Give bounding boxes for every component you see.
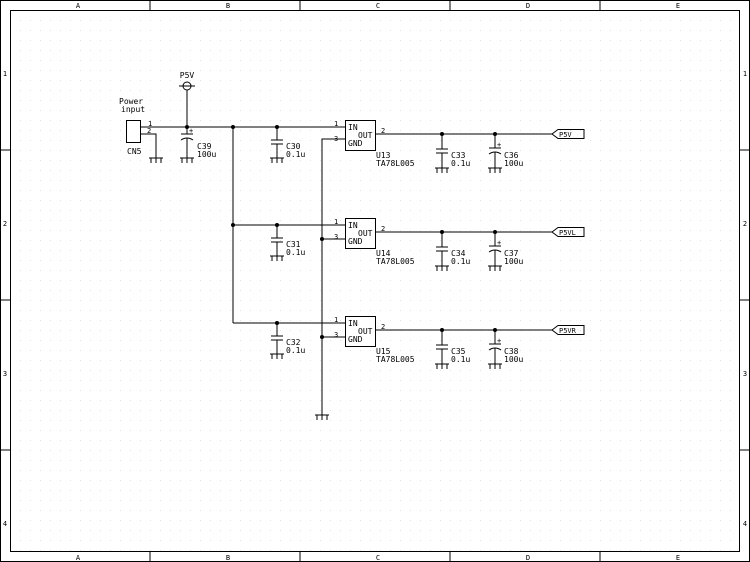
- u14-in-label: IN: [348, 221, 358, 230]
- u14-gnd-label: GND: [348, 237, 363, 246]
- u15-pin-out: 2: [381, 323, 385, 331]
- cn5-pin1: 1: [148, 120, 152, 128]
- c30-ref: C30: [286, 142, 301, 151]
- frame-col-top-a: A: [76, 2, 81, 10]
- u14-pin-gnd: 3: [334, 233, 338, 241]
- u13-pin-in: 1: [334, 120, 338, 128]
- u15-gnd-label: GND: [348, 335, 363, 344]
- capacitor-c30: C30 0.1u: [269, 127, 305, 164]
- u13-gnd-label: GND: [348, 139, 363, 148]
- frame-row-right-4: 4: [743, 520, 747, 528]
- svg-text:+: +: [497, 239, 501, 247]
- net-label-p5v-text: P5V: [559, 131, 572, 139]
- c30-value: 0.1u: [286, 150, 305, 159]
- svg-text:+: +: [189, 127, 193, 135]
- u13-out-label: OUT: [358, 131, 373, 140]
- capacitor-c35: C35 0.1u: [434, 330, 470, 370]
- u13-pin-gnd: 3: [334, 135, 338, 143]
- c34-ref: C34: [451, 249, 466, 258]
- frame-col-top-c: C: [376, 2, 380, 10]
- capacitor-c32: C32 0.1u: [269, 323, 305, 360]
- p5v-supply: P5V: [179, 71, 195, 127]
- u15-part: TA78L005: [376, 355, 415, 364]
- frame-row-left-1: 1: [3, 70, 7, 78]
- c31-ref: C31: [286, 240, 301, 249]
- u13-part: TA78L005: [376, 159, 415, 168]
- frame-row-left-3: 3: [3, 370, 7, 378]
- regulator-u14: IN OUT GND 1 3 2 U14 TA78L005: [334, 218, 415, 266]
- frame-col-bottom-d: D: [526, 554, 530, 562]
- c38-ref: C38: [504, 347, 519, 356]
- cn5-pin2: 2: [147, 127, 151, 135]
- u14-pin-out: 2: [381, 225, 385, 233]
- c39-value: 100u: [197, 150, 216, 159]
- regulator-u15: IN OUT GND 1 3 2 U15 TA78L005: [334, 316, 415, 364]
- c39-ref: C39: [197, 142, 212, 151]
- u15-ref: U15: [376, 347, 391, 356]
- connector-cn5: Power input 1 2 CN5: [119, 97, 187, 164]
- capacitor-c33: C33 0.1u: [434, 134, 470, 174]
- c35-ref: C35: [451, 347, 466, 356]
- frame-col-top-d: D: [526, 2, 530, 10]
- u13-in-label: IN: [348, 123, 358, 132]
- u15-pin-gnd: 3: [334, 331, 338, 339]
- frame-row-left-4: 4: [3, 520, 7, 528]
- c34-value: 0.1u: [451, 257, 470, 266]
- capacitor-c31: C31 0.1u: [269, 225, 305, 262]
- net-label-p5v: P5V: [551, 129, 585, 139]
- frame-row-right-1: 1: [743, 70, 747, 78]
- u15-out-label: OUT: [358, 327, 373, 336]
- capacitor-c34: C34 0.1u: [434, 232, 470, 272]
- svg-text:+: +: [497, 337, 501, 345]
- frame-col-bottom-c: C: [376, 554, 380, 562]
- input-rails: [187, 126, 345, 415]
- net-label-p5vl-text: P5VL: [559, 229, 576, 237]
- output-rails: [375, 133, 552, 331]
- capacitor-c38: + C38 100u: [487, 330, 523, 370]
- c33-value: 0.1u: [451, 159, 470, 168]
- capacitor-c37: + C37 100u: [487, 232, 523, 272]
- frame-col-top-e: E: [676, 2, 680, 10]
- frame-col-bottom-b: B: [226, 554, 230, 562]
- frame-col-bottom-a: A: [76, 554, 81, 562]
- c31-value: 0.1u: [286, 248, 305, 257]
- c36-value: 100u: [504, 159, 523, 168]
- u13-pin-out: 2: [381, 127, 385, 135]
- u14-out-label: OUT: [358, 229, 373, 238]
- svg-text:+: +: [497, 141, 501, 149]
- p5v-source-label: P5V: [180, 71, 195, 80]
- u14-pin-in: 1: [334, 218, 338, 226]
- power-input-label-line1: Power: [119, 97, 143, 106]
- capacitor-c36: + C36 100u: [487, 134, 523, 174]
- regulator-u13: IN OUT GND 1 3 2 U13 TA78L005: [334, 120, 415, 168]
- frame-row-left-2: 2: [3, 220, 7, 228]
- u15-in-label: IN: [348, 319, 358, 328]
- c33-ref: C33: [451, 151, 466, 160]
- frame-row-right-3: 3: [743, 370, 747, 378]
- frame-row-right-2: 2: [743, 220, 747, 228]
- net-label-p5vr: P5VR: [551, 325, 585, 335]
- frame-col-top-b: B: [226, 2, 230, 10]
- u13-ref: U13: [376, 151, 391, 160]
- c32-ref: C32: [286, 338, 301, 347]
- c38-value: 100u: [504, 355, 523, 364]
- net-label-p5vr-text: P5VR: [559, 327, 577, 335]
- u15-pin-in: 1: [334, 316, 338, 324]
- u14-ref: U14: [376, 249, 391, 258]
- c35-value: 0.1u: [451, 355, 470, 364]
- net-label-p5vl: P5VL: [551, 227, 585, 237]
- c37-ref: C37: [504, 249, 519, 258]
- frame-col-bottom-e: E: [676, 554, 680, 562]
- cn5-ref: CN5: [127, 147, 142, 156]
- power-input-label-line2: input: [121, 105, 145, 114]
- c36-ref: C36: [504, 151, 519, 160]
- c32-value: 0.1u: [286, 346, 305, 355]
- u14-part: TA78L005: [376, 257, 415, 266]
- c37-value: 100u: [504, 257, 523, 266]
